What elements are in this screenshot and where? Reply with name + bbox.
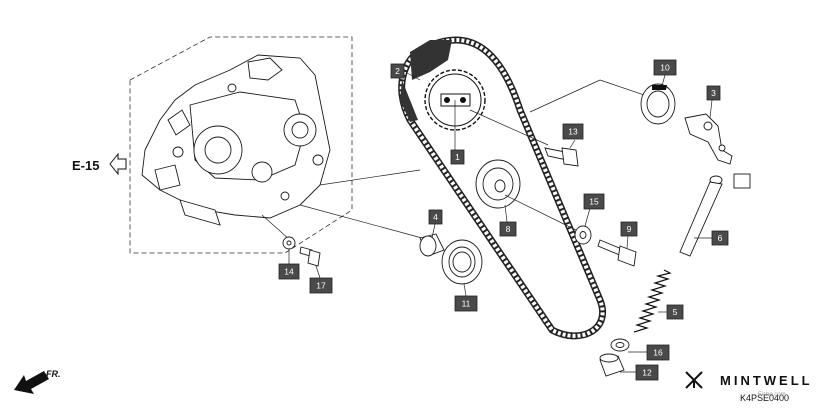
oil-seal xyxy=(441,239,483,285)
svg-text:2: 2 xyxy=(395,66,400,76)
callout-9: 9 xyxy=(620,221,638,237)
sealing-washer xyxy=(610,338,630,352)
callout-1: 1 xyxy=(450,149,465,165)
svg-text:9: 9 xyxy=(627,224,632,234)
svg-text:10: 10 xyxy=(660,63,670,73)
mintwell-logo-icon xyxy=(685,371,703,389)
callout-12: 12 xyxy=(635,364,659,381)
callout-8: 8 xyxy=(499,221,517,237)
svg-text:13: 13 xyxy=(568,127,578,137)
svg-text:5: 5 xyxy=(673,307,678,317)
brand-name: MINTWELL xyxy=(720,373,813,388)
callout-4: 4 xyxy=(428,209,443,225)
case-bolt xyxy=(299,246,321,267)
svg-text:8: 8 xyxy=(506,224,511,234)
callout-15: 15 xyxy=(583,193,605,210)
svg-text:12: 12 xyxy=(642,368,652,378)
svg-text:15: 15 xyxy=(589,197,599,207)
svg-text:4: 4 xyxy=(433,212,438,222)
section-reference: E-15 xyxy=(72,152,127,176)
crankcase-half xyxy=(129,36,423,254)
svg-text:14: 14 xyxy=(284,267,294,277)
callouts: 1 2 3 4 5 6 8 9 10 11 12 13 14 15 16 17 xyxy=(278,59,729,381)
cam-sprocket xyxy=(424,69,486,150)
svg-text:6: 6 xyxy=(718,233,723,243)
roller-bolt xyxy=(597,239,637,267)
svg-text:16: 16 xyxy=(653,348,663,358)
leader-lines xyxy=(288,72,714,373)
front-label: FR. xyxy=(46,369,61,379)
tensioner-pulley-right xyxy=(529,79,676,125)
watermark: Fiche.com xyxy=(758,392,786,398)
brand-block: MINTWELL K4PSE0400 Fiche.com xyxy=(685,371,813,403)
callout-5: 5 xyxy=(666,304,684,320)
tensioner-spring xyxy=(633,269,672,333)
callout-2: 2 xyxy=(390,63,405,79)
bushing xyxy=(419,233,445,257)
svg-text:1: 1 xyxy=(455,152,460,162)
arrow-left-icon xyxy=(109,152,127,176)
callout-17: 17 xyxy=(309,277,333,294)
case-washer xyxy=(282,236,296,250)
svg-text:17: 17 xyxy=(316,281,326,291)
tensioner-rod xyxy=(679,175,723,257)
part-code: K4PSE0400 xyxy=(740,393,789,403)
arrow-front-icon xyxy=(14,371,49,394)
callout-6: 6 xyxy=(711,230,729,246)
callout-13: 13 xyxy=(562,123,584,140)
roller-washer xyxy=(574,225,592,245)
tensioner-plug xyxy=(599,353,625,377)
front-direction-marker: FR. xyxy=(14,369,61,394)
svg-text:11: 11 xyxy=(462,299,471,309)
callout-11: 11 xyxy=(454,295,478,312)
tensioner-lifter xyxy=(684,113,733,165)
tensioner-roller xyxy=(475,159,581,233)
callout-14: 14 xyxy=(278,263,300,280)
callout-16: 16 xyxy=(646,344,670,361)
sprocket-bolt xyxy=(469,109,579,167)
section-ref-label: E-15 xyxy=(72,158,99,173)
callout-3: 3 xyxy=(706,85,721,101)
callout-10: 10 xyxy=(653,59,677,76)
small-cap xyxy=(733,173,751,189)
svg-text:3: 3 xyxy=(711,88,716,98)
